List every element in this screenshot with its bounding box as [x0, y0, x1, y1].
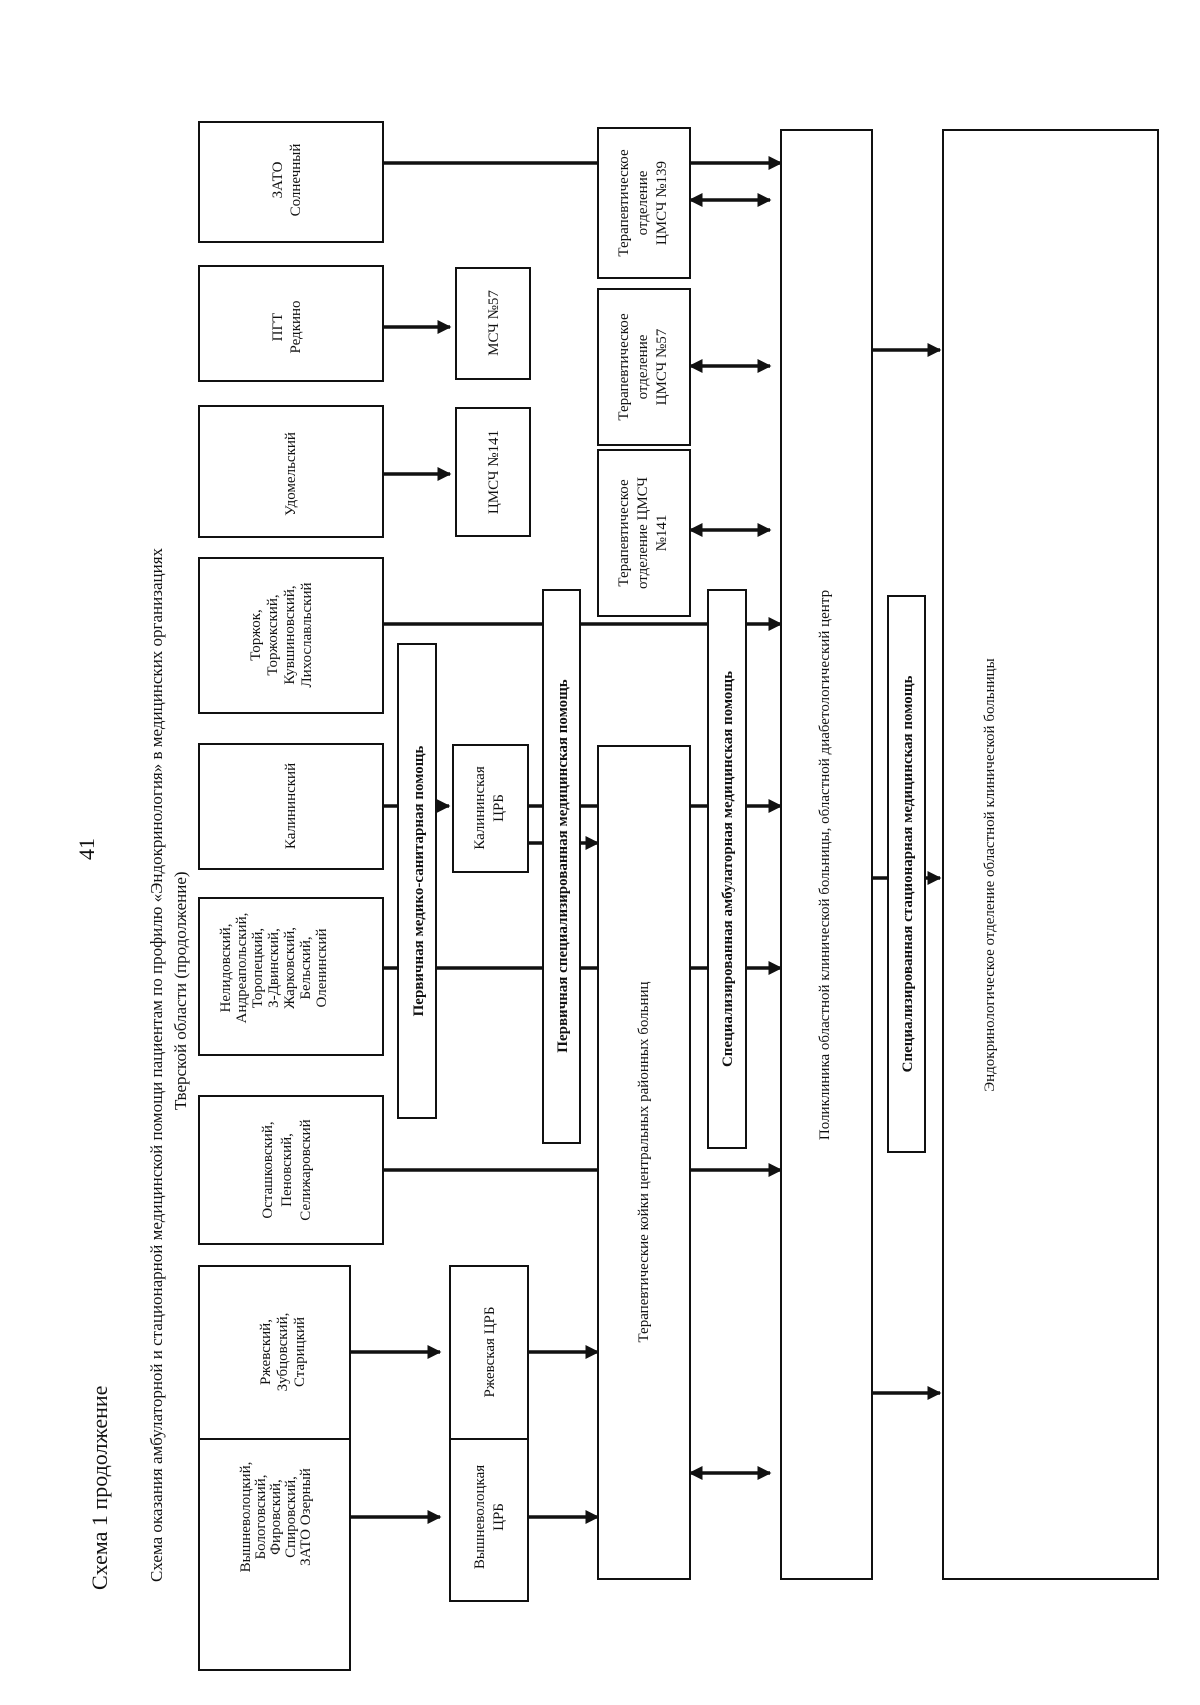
district-label-line: Вышневолоцкий,	[238, 1462, 254, 1573]
care-level-label: Первичная медико-санитарная помощь	[411, 746, 427, 1017]
district-label-line: Селижаровский	[298, 1119, 314, 1220]
district-label-line: Лихославльский	[299, 582, 315, 687]
district-label-line: Старицкий	[292, 1317, 308, 1387]
therapy-dept-label-line: отделение	[635, 334, 651, 399]
care-level-label: Специализированная стационарная медицинс…	[900, 676, 916, 1073]
hospital-label-line: Ржевская ЦРБ	[482, 1307, 498, 1398]
district-beds-column: Терапевтические койки центральных районн…	[597, 745, 691, 1580]
hospital-label-line: ЦРБ	[491, 1503, 507, 1531]
care-level-label: Первичная специализированная медицинская…	[555, 679, 571, 1053]
therapy-dept-label-line: отделение	[635, 170, 651, 235]
district-label-line: Фировский,	[268, 1479, 284, 1555]
hospital-label-line: Калининская	[472, 766, 488, 850]
district-box-solnechny: ЗАТО Солнечный	[198, 121, 384, 243]
district-label-line: Удомельский	[283, 432, 299, 516]
district-box-ostashkovsky: Осташковский, Пеновский, Селижаровский	[198, 1095, 384, 1245]
district-label-line: Редкино	[288, 300, 304, 353]
therapy-dept-tsmsch57: Терапевтическое отделение ЦМСЧ №57	[597, 288, 691, 446]
therapy-dept-label-line: Терапевтическое	[616, 313, 632, 421]
therapy-dept-tsmsch141: Терапевтическое отделение ЦМСЧ №141	[597, 449, 691, 617]
district-label-line: Ржевский,	[258, 1319, 274, 1385]
care-level-label: Специализированная амбулаторная медицинс…	[720, 671, 736, 1067]
district-label-line: Пеновский,	[279, 1133, 295, 1207]
scheme-label: Схема 1 продолжение	[87, 1386, 112, 1590]
district-label-line: Солнечный	[288, 144, 304, 217]
care-level-primary-specialized: Первичная специализированная медицинская…	[542, 589, 581, 1144]
polyclinic-label: Поликлиника областной клинической больни…	[817, 590, 833, 1140]
care-level-primary-health: Первичная медико-санитарная помощь	[397, 643, 437, 1119]
district-box-torzhok: Торжок, Торжокский, Кувшиновский, Лихосл…	[198, 557, 384, 714]
district-label-line: Торжок,	[248, 609, 264, 661]
hospital-label-line: Вышневолоцкая	[472, 1465, 488, 1569]
district-box-nelidovsky: Нелидовский, Андреапольский, Торопецкий,…	[198, 897, 384, 1056]
hospital-box-tsmsch141: ЦМСЧ №141	[455, 407, 531, 537]
endo-department-label: Эндокринологическое отделение областной …	[982, 658, 998, 1092]
scheme-title-line2: Тверской области (продолжение)	[171, 871, 190, 1110]
district-label-line: Оленинский	[314, 928, 330, 1007]
therapy-dept-label-line: Терапевтическое	[616, 149, 632, 257]
polyclinic-column: Поликлиника областной клинической больни…	[780, 129, 873, 1580]
district-label-line: ПГТ	[270, 313, 286, 342]
district-label-line: Нелидовский,	[218, 924, 234, 1013]
district-label-line: Торопецкий,	[250, 928, 266, 1008]
hospital-label-line: ЦРБ	[491, 794, 507, 822]
hospital-box-kalininskaya: Калининская ЦРБ	[452, 744, 529, 873]
district-label-line: Кувшиновский,	[282, 585, 298, 684]
therapy-dept-tsmsch139: Терапевтическое отделение ЦМСЧ №139	[597, 127, 691, 279]
district-label-line: Торжокский,	[265, 594, 281, 675]
district-box-kalininsky: Калининский	[198, 743, 384, 870]
district-label-line: ЗАТО	[270, 161, 286, 198]
hospital-box-vyshnevolotskaya: Вышневолоцкая ЦРБ	[449, 1432, 529, 1602]
page-number: 41	[74, 838, 99, 860]
district-box-redkino: ПГТ Редкино	[198, 265, 384, 382]
district-label-line: Жарковский,	[282, 927, 298, 1009]
district-label-line: Осташковский,	[260, 1121, 276, 1218]
district-label-line: Бельский,	[298, 936, 314, 999]
therapy-dept-label-line: ЦМСЧ №57	[654, 328, 670, 405]
scheme-title-line1: Схема оказания амбулаторной и стационарн…	[147, 547, 166, 1582]
district-label-line: Бологовский,	[253, 1475, 269, 1560]
endo-department-column: Эндокринологическое отделение областной …	[942, 129, 1159, 1580]
care-level-specialized-inpatient: Специализированная стационарная медицинс…	[887, 595, 926, 1153]
district-label-line: Андреапольский,	[234, 913, 250, 1024]
district-label-line: ЗАТО Озерный	[298, 1468, 314, 1566]
district-box-rzhevsky: Ржевский, Зубцовский, Старицкий	[198, 1265, 351, 1440]
district-label-line: Спировский,	[283, 1476, 299, 1558]
hospital-label-line: МСЧ №57	[486, 290, 502, 356]
district-label-line: Калининский	[283, 763, 299, 849]
district-label-line: Зубцовский,	[275, 1313, 291, 1392]
care-level-specialized-ambulatory: Специализированная амбулаторная медицинс…	[707, 589, 747, 1149]
therapy-dept-label-line: отделение ЦМСЧ	[635, 477, 651, 589]
district-box-udomelsky: Удомельский	[198, 405, 384, 538]
hospital-box-msch57: МСЧ №57	[455, 267, 531, 380]
district-beds-label: Терапевтические койки центральных районн…	[636, 981, 652, 1342]
hospital-box-rzhevskaya: Ржевская ЦРБ	[449, 1265, 529, 1440]
therapy-dept-label-line: ЦМСЧ №139	[654, 161, 670, 245]
therapy-dept-label-line: №141	[654, 515, 670, 552]
hospital-label-line: ЦМСЧ №141	[486, 430, 502, 514]
therapy-dept-label-line: Терапевтическое	[616, 479, 632, 587]
district-label-line: З-Двинский,	[266, 928, 282, 1008]
